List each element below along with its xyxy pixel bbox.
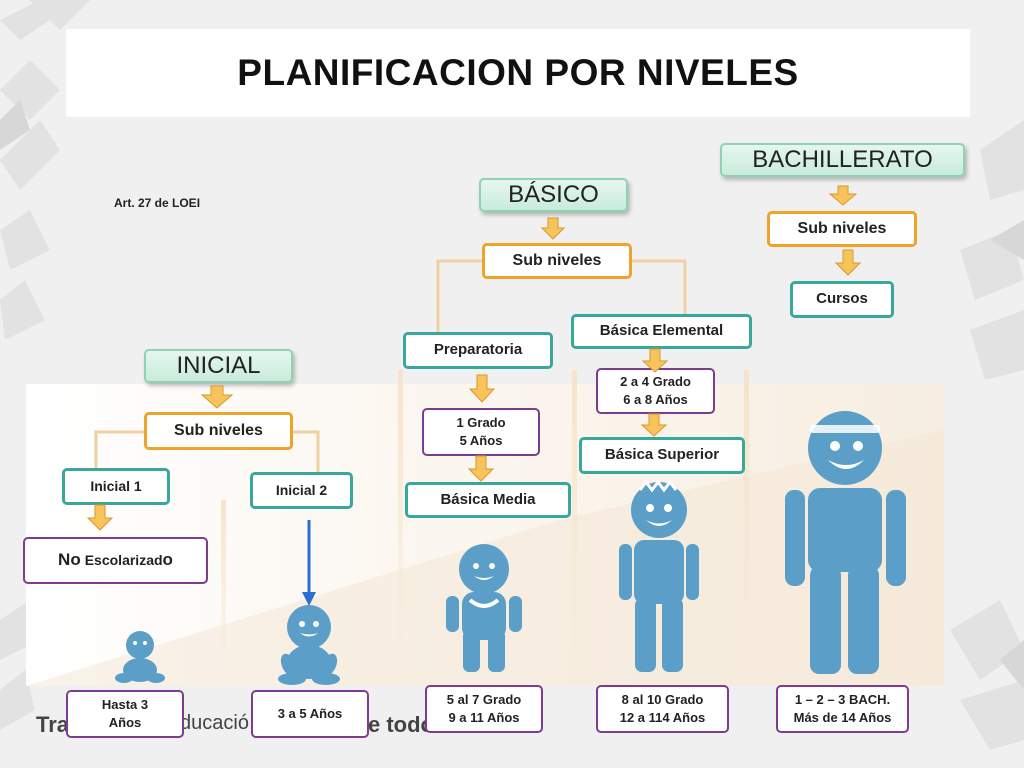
bachillerato-sub-niveles-label: Sub niveles: [797, 220, 887, 238]
no-escolarizado-box: No Escolarizad o: [23, 537, 208, 584]
title-banner: PLANIFICACION POR NIVELES: [66, 29, 970, 117]
cursos-box: Cursos: [790, 281, 894, 318]
age-box-5: 1 – 2 – 3 BACH. Más de 14 Años: [776, 685, 909, 733]
age-box-5-line1: 1 – 2 – 3 BACH.: [794, 692, 891, 708]
no-escolarizado-big-1: No: [58, 550, 81, 570]
age-box-3-line1: 5 al 7 Grado: [446, 692, 522, 708]
basico-sub-niveles: Sub niveles: [482, 243, 632, 279]
page-title: PLANIFICACION POR NIVELES: [237, 52, 799, 93]
age-box-4: 8 al 10 Grado 12 a 114 Años: [596, 685, 729, 733]
basica-superior-box: Básica Superior: [579, 437, 745, 474]
bachillerato-sub-niveles: Sub niveles: [767, 211, 917, 247]
inicial-2-box: Inicial 2: [250, 472, 353, 509]
basica-media-box: Básica Media: [405, 482, 571, 518]
basica-elemental-box: Básica Elemental: [571, 314, 752, 349]
age-box-5-line2: Más de 14 Años: [793, 710, 892, 725]
preparatoria-age: 5 Años: [459, 433, 503, 448]
level-basico: BÁSICO: [479, 178, 628, 212]
elemental-grade-box: 2 a 4 Grado 6 a 8 Años: [596, 368, 715, 414]
age-box-2: 3 a 5 Años: [251, 690, 369, 738]
basica-elemental-label: Básica Elemental: [599, 322, 724, 340]
inicial-sub-niveles: Sub niveles: [144, 412, 293, 450]
inicial-2-label: Inicial 2: [275, 482, 328, 499]
footer-text-middle: ducació: [180, 712, 249, 734]
preparatoria-grade: 1 Grado: [456, 415, 506, 431]
preparatoria-grade-box: 1 Grado 5 Años: [422, 408, 540, 456]
basica-superior-label: Básica Superior: [604, 446, 720, 464]
age-box-2-line1: 3 a 5 Años: [277, 706, 343, 722]
reference-text: Art. 27 de LOEI: [114, 196, 201, 210]
inicial-1-box: Inicial 1: [62, 468, 170, 505]
elemental-grade: 2 a 4 Grado: [620, 374, 691, 390]
basica-media-label: Básica Media: [440, 490, 536, 508]
footer-text-left: Tra: [36, 712, 70, 737]
age-box-1-line2: Años: [108, 715, 142, 730]
age-box-4-line1: 8 al 10 Grado: [621, 692, 704, 708]
basico-sub-niveles-label: Sub niveles: [512, 252, 602, 270]
age-box-1-line1: Hasta 3: [101, 697, 149, 713]
age-box-4-line2: 12 a 114 Años: [619, 710, 706, 725]
level-bachillerato: BACHILLERATO: [720, 143, 965, 177]
preparatoria-box: Preparatoria: [403, 332, 553, 369]
cursos-label: Cursos: [816, 290, 868, 308]
age-box-3-line2: 9 a 11 Años: [448, 710, 520, 725]
preparatoria-label: Preparatoria: [433, 341, 523, 359]
level-inicial: INICIAL: [144, 349, 293, 383]
no-escolarizado-big-2: o: [162, 550, 173, 570]
elemental-age: 6 a 8 Años: [623, 392, 688, 407]
age-box-3: 5 al 7 Grado 9 a 11 Años: [425, 685, 543, 733]
no-escolarizado-small: Escolarizad: [84, 552, 163, 569]
age-box-1: Hasta 3 Años: [66, 690, 184, 738]
footer-text-right: e todo: [368, 712, 434, 737]
inicial-1-label: Inicial 1: [90, 478, 142, 495]
inicial-sub-niveles-label: Sub niveles: [174, 422, 263, 440]
